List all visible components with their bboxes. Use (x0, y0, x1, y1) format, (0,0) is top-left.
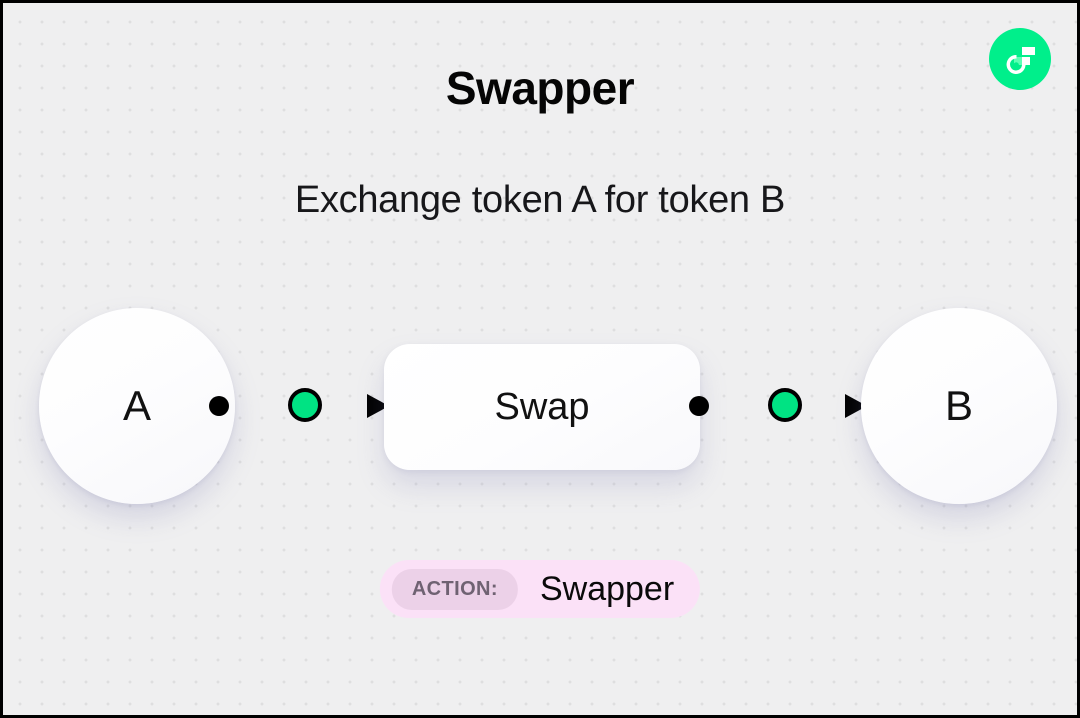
graph-node-swap-label: Swap (494, 385, 590, 428)
flow-graph: A Swap B (3, 308, 1077, 508)
edge-marker-dot (288, 388, 322, 422)
graph-node-b[interactable]: B (861, 308, 1057, 504)
page-title: Swapper (445, 62, 635, 114)
graph-node-a[interactable]: A (39, 308, 235, 504)
edge-marker-dot (768, 388, 802, 422)
graph-node-b-label: B (944, 382, 973, 429)
action-badge-value: Swapper (539, 569, 675, 608)
diagram-canvas: Swapper Exchange token A for token B A S… (3, 3, 1077, 715)
graph-node-swap[interactable]: Swap (384, 344, 700, 470)
flow-logo-mark (1006, 47, 1035, 74)
action-badge-label: ACTION: (391, 568, 518, 610)
action-badge: ACTION: Swapper (379, 560, 701, 618)
page-subtitle: Exchange token A for token B (294, 179, 786, 221)
graph-edge-left (209, 386, 389, 426)
edge-source-dot (209, 396, 229, 416)
graph-edge-right (689, 386, 867, 426)
graph-node-a-label: A (122, 382, 151, 429)
flow-logo[interactable] (989, 28, 1051, 90)
edge-source-dot (689, 396, 709, 416)
edge-arrowhead-icon (367, 394, 389, 418)
